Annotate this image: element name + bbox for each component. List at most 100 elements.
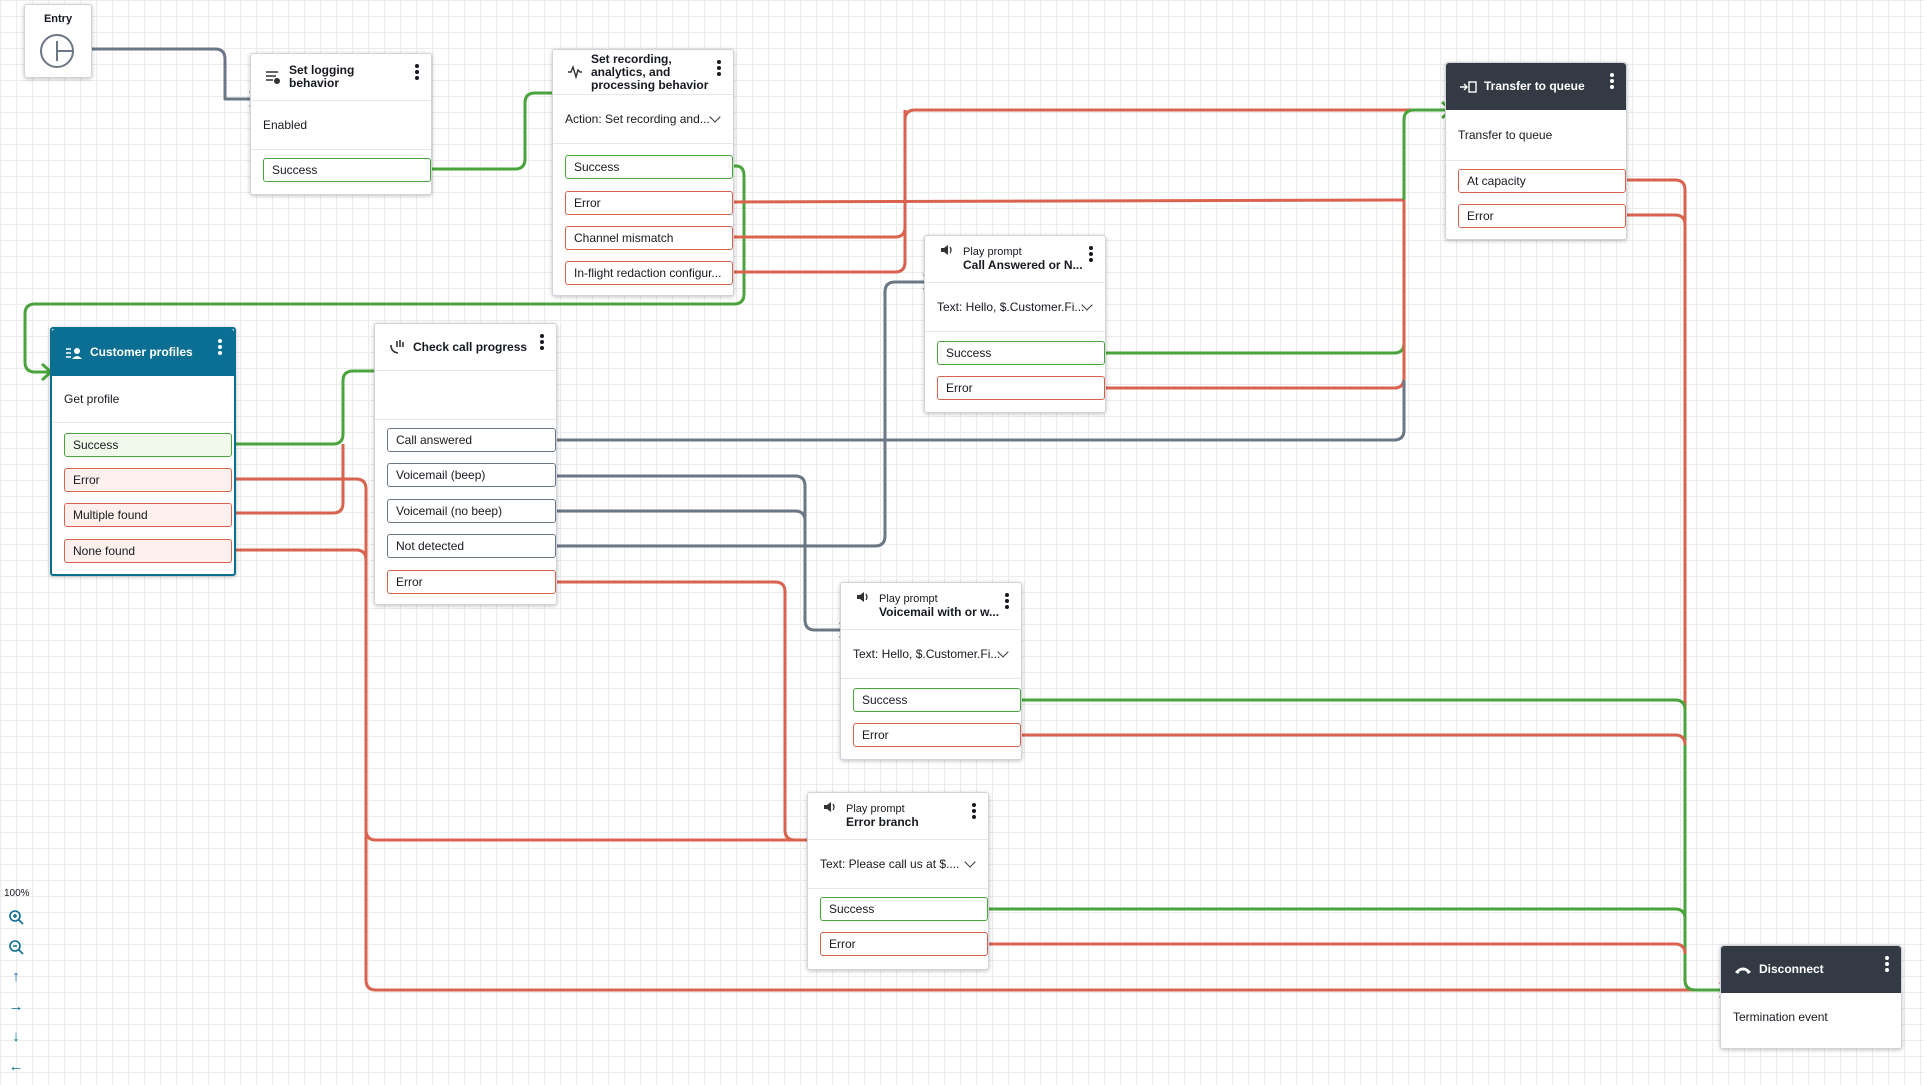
port-profiles-multiple[interactable]: Multiple found (64, 503, 232, 527)
users-icon (64, 346, 84, 360)
call-answered-title: Call Answered or N... (963, 258, 1083, 272)
kebab-menu-icon[interactable] (218, 339, 222, 357)
port-transfer-error[interactable]: Error (1458, 204, 1626, 228)
kebab-menu-icon[interactable] (415, 64, 419, 82)
error-branch-text[interactable]: Text: Please call us at $.... (808, 840, 988, 889)
check-progress-title: Check call progress (413, 339, 528, 354)
zoom-level: 100% (4, 888, 30, 899)
port-voicemail-error[interactable]: Error (853, 723, 1021, 747)
kebab-menu-icon[interactable] (972, 803, 976, 821)
set-recording-action[interactable]: Action: Set recording and... (553, 95, 733, 144)
port-profiles-error[interactable]: Error (64, 468, 232, 492)
set-logging-value: Enabled (251, 101, 431, 150)
connector-voicemail-error (1020, 733, 1687, 746)
port-progress-voicemail-nobeep[interactable]: Voicemail (no beep) (387, 499, 556, 523)
transfer-queue-node[interactable]: Transfer to queue Transfer to queue At c… (1445, 62, 1627, 240)
call-answered-type: Play prompt (963, 246, 1022, 258)
connector-transfer-capacity (1625, 178, 1728, 992)
connector-progress-notdetected (555, 280, 932, 548)
disconnect-header[interactable]: Disconnect (1721, 946, 1901, 993)
customer-profiles-header[interactable]: Customer profiles (52, 329, 234, 376)
pan-left-icon[interactable]: ← (8, 1058, 24, 1075)
check-progress-body (375, 371, 556, 420)
connector-recording-channel (732, 108, 1440, 239)
transfer-icon (1458, 80, 1478, 94)
connector-progress-nobeep (555, 509, 807, 522)
speaker-icon (820, 801, 840, 813)
speaker-icon (853, 591, 873, 603)
kebab-menu-icon[interactable] (1089, 246, 1093, 264)
port-call-answered-error[interactable]: Error (937, 376, 1105, 400)
set-recording-node[interactable]: Set recording, analytics, and processing… (552, 49, 734, 296)
set-logging-node[interactable]: Set logging behavior Enabled Success (250, 53, 432, 195)
port-recording-channel-mismatch[interactable]: Channel mismatch (565, 226, 733, 250)
error-branch-type: Play prompt (846, 803, 905, 815)
port-progress-answered[interactable]: Call answered (387, 428, 556, 452)
zoom-out-icon[interactable] (4, 935, 28, 959)
voicemail-title: Voicemail with or w... (879, 605, 1000, 619)
connector-entry (90, 47, 258, 101)
customer-profiles-node[interactable]: Customer profiles Get profile Success Er… (50, 327, 236, 576)
check-call-progress-node[interactable]: Check call progress Call answered Voicem… (374, 323, 557, 605)
port-recording-redaction[interactable]: In-flight redaction configur... (565, 261, 733, 285)
pan-down-icon[interactable]: ↓ (12, 1028, 20, 1045)
connector-errorbranch-error (987, 942, 1687, 955)
kebab-menu-icon[interactable] (1005, 593, 1009, 611)
connector-profiles-success (232, 369, 385, 446)
pan-up-icon[interactable]: ↑ (12, 968, 20, 985)
port-profiles-success[interactable]: Success (64, 433, 232, 457)
chevron-down-icon[interactable] (709, 111, 721, 123)
entry-label: Entry (43, 13, 73, 25)
voicemail-text[interactable]: Text: Hello, $.Customer.Fi... (841, 630, 1021, 679)
connector-logging-success (430, 91, 562, 171)
transfer-queue-value: Transfer to queue (1446, 110, 1626, 161)
set-recording-header[interactable]: Set recording, analytics, and processing… (553, 50, 733, 95)
entry-icon (40, 34, 74, 68)
hang-up-icon (1733, 964, 1753, 976)
transfer-queue-header[interactable]: Transfer to queue (1446, 63, 1626, 110)
port-progress-voicemail-beep[interactable]: Voicemail (beep) (387, 463, 556, 487)
port-progress-error[interactable]: Error (387, 570, 556, 594)
connector-recording-redaction (732, 110, 907, 274)
kebab-menu-icon[interactable] (1885, 956, 1889, 974)
call-answered-text-value: Text: Hello, $.Customer.Fi... (937, 300, 1085, 314)
kebab-menu-icon[interactable] (1610, 73, 1614, 91)
connector-recording-error (731, 198, 1405, 204)
port-error-branch-success[interactable]: Success (820, 897, 988, 921)
check-progress-header[interactable]: Check call progress (375, 324, 556, 371)
port-error-branch-error[interactable]: Error (820, 932, 988, 956)
chevron-down-icon[interactable] (964, 856, 976, 868)
port-transfer-capacity[interactable]: At capacity (1458, 169, 1626, 193)
connector-progress-error (555, 580, 816, 842)
port-progress-notdetected[interactable]: Not detected (387, 534, 556, 558)
disconnect-node[interactable]: Disconnect Termination event (1720, 945, 1902, 1049)
port-call-answered-success[interactable]: Success (937, 341, 1105, 365)
customer-profiles-value: Get profile (52, 376, 234, 423)
port-voicemail-success[interactable]: Success (853, 688, 1021, 712)
set-logging-title: Set logging behavior (289, 63, 355, 90)
voicemail-type: Play prompt (879, 593, 938, 605)
zoom-in-icon[interactable] (4, 905, 28, 929)
port-recording-error[interactable]: Error (565, 191, 733, 215)
speaker-icon (937, 244, 957, 256)
set-logging-header[interactable]: Set logging behavior (251, 54, 431, 101)
entry-block[interactable]: Entry (24, 4, 92, 78)
voicemail-text-value: Text: Hello, $.Customer.Fi... (853, 647, 1001, 661)
kebab-menu-icon[interactable] (717, 60, 721, 78)
set-recording-action-text: Action: Set recording and... (565, 112, 710, 126)
error-branch-text-value: Text: Please call us at $.... (820, 857, 960, 871)
connector-callanswered-success (1104, 108, 1450, 355)
port-profiles-none[interactable]: None found (64, 539, 232, 563)
pan-right-icon[interactable]: → (8, 998, 24, 1015)
port-logging-success[interactable]: Success (263, 158, 431, 182)
kebab-menu-icon[interactable] (540, 334, 544, 352)
call-answered-text[interactable]: Text: Hello, $.Customer.Fi... (925, 283, 1105, 332)
set-recording-title: Set recording, analytics, and processing… (591, 51, 709, 92)
port-recording-success[interactable]: Success (565, 155, 733, 179)
